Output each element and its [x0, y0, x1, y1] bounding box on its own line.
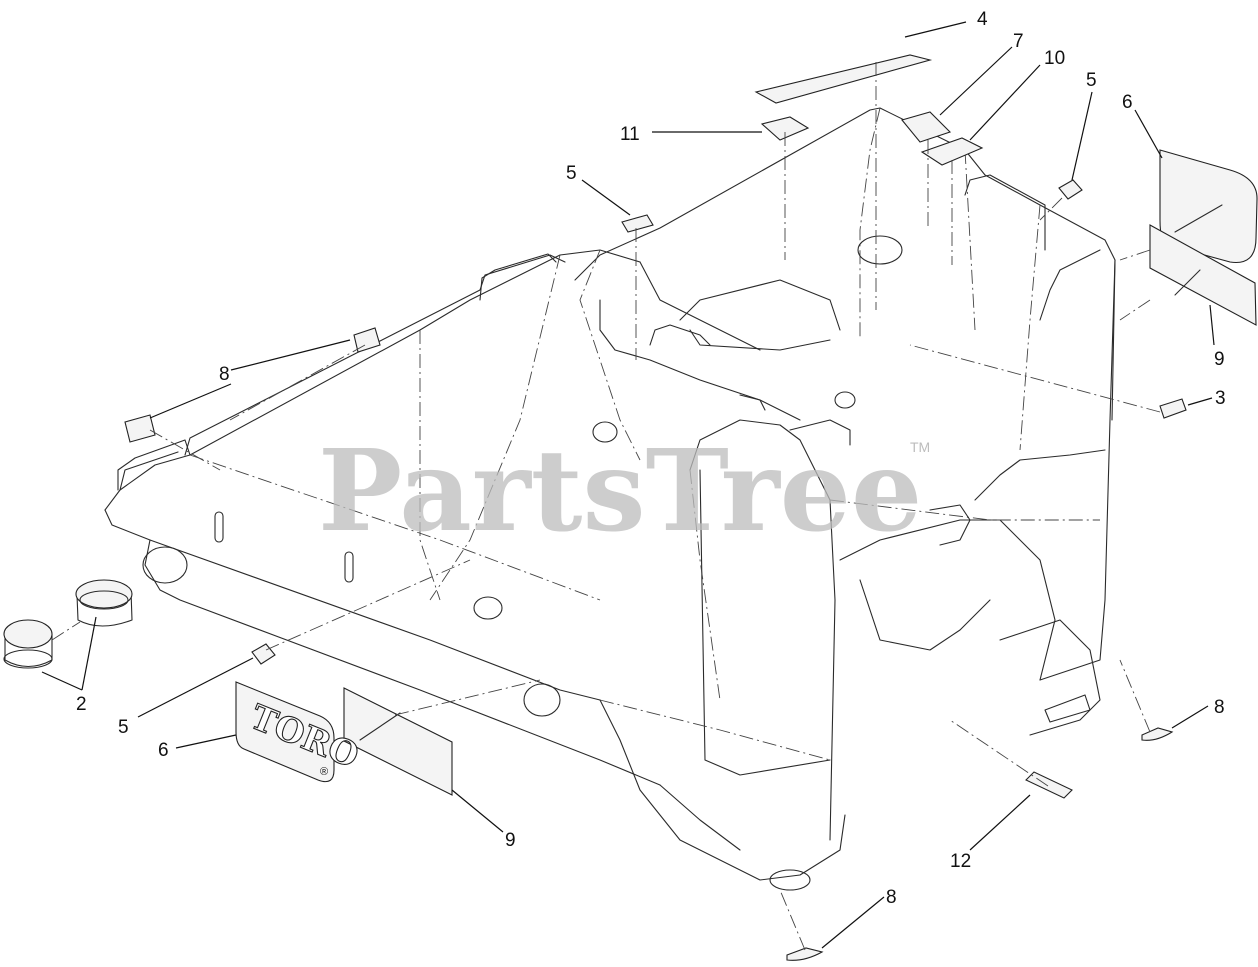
callout-10: 10 [1044, 48, 1065, 69]
watermark-text: PartsTree [318, 426, 922, 557]
projection-lines [149, 62, 1161, 951]
callout-12: 12 [950, 851, 971, 872]
callout-labels: 4 7 10 5 6 11 5 8 9 3 2 5 6 9 8 12 8 [76, 9, 1226, 908]
callout-7: 7 [1013, 31, 1024, 52]
watermark: PartsTree TM [318, 426, 930, 557]
callout-8-left: 8 [219, 364, 230, 385]
callout-3: 3 [1215, 388, 1226, 409]
leader-lines [41, 21, 1215, 949]
callout-5-top: 5 [566, 163, 577, 184]
decal-parts: TORO ® [124, 54, 1258, 961]
callout-5-left: 5 [118, 717, 129, 738]
callout-4: 4 [977, 9, 988, 30]
callout-9-left: 9 [505, 830, 516, 851]
callout-9-right: 9 [1214, 349, 1225, 370]
callout-8-bottom: 8 [886, 887, 897, 908]
watermark-trademark: TM [910, 439, 930, 455]
callout-2: 2 [76, 694, 87, 715]
callout-6-left: 6 [158, 740, 169, 761]
callout-5-top-right: 5 [1086, 70, 1097, 91]
callout-11: 11 [620, 124, 640, 145]
callout-8-right: 8 [1214, 697, 1225, 718]
chassis-frame [104, 107, 1116, 891]
bushing-parts [3, 579, 133, 669]
toro-registered-mark: ® [320, 766, 328, 778]
callout-6-right: 6 [1122, 92, 1133, 113]
